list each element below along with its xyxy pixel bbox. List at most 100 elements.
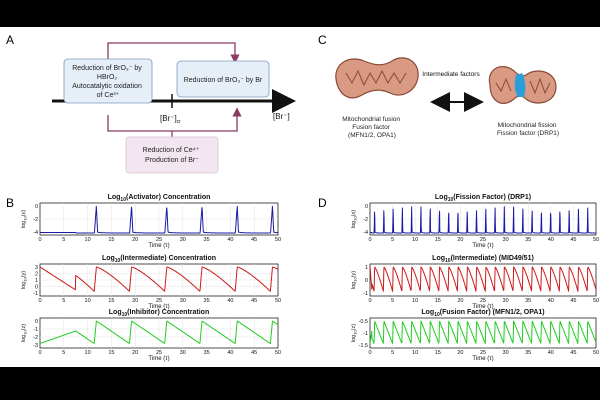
panel_b-plot1-xtick: 45 <box>251 237 257 243</box>
panel_b-plot3-xtick: 45 <box>251 350 257 356</box>
panel_d-plot2-xtick: 50 <box>593 298 599 304</box>
panel_d-plot3-ytick: -1 <box>363 331 368 337</box>
panel_d-plot1: Log10(Fission Factor) (DRP1)0-2-4log10(x… <box>351 194 599 249</box>
panel_b-plot1-title: Log10(Activator) Concentration <box>108 194 211 203</box>
panel_d-plot1-xtick: 5 <box>391 237 394 243</box>
fused-mitochondrion-icon <box>335 57 419 99</box>
panel-c-letter: C <box>318 33 327 47</box>
panel_d-plot2-ytick: 0 <box>365 278 368 284</box>
box-bromide-reduction-text: Reduction of BrO₃⁻ by Br <box>184 77 263 84</box>
panel_d-plot3-xtick: 15 <box>435 350 441 356</box>
panel_b-plot2-xtick: 40 <box>227 298 233 304</box>
feedback-arrow-top <box>107 42 240 64</box>
panel_b-plot1-xtick: 25 <box>156 237 162 243</box>
panel-b: B Log10(Activator) Concentration 0 -2 -4 log… <box>6 194 281 362</box>
panel_d-plot1-xtick: 20 <box>457 237 463 243</box>
panel_b-plot1: Log10(Activator) Concentration0-2-4log10… <box>21 194 281 249</box>
panel_b-plot2-xtick: 10 <box>85 298 91 304</box>
panel_b-plot1-xtick: 15 <box>108 237 114 243</box>
panel_b-plot3-ytick: -1 <box>33 327 38 333</box>
panel_b-plot3-ytick: -2 <box>33 335 38 341</box>
panel_b-plot3-ytick: -3 <box>33 343 38 349</box>
panel_b-plot3-xtick: 10 <box>85 350 91 356</box>
panel_d-plot1-xtick: 35 <box>525 237 531 243</box>
fusion-caption: Mitochondrial fusion Fusion factor (MFN1… <box>342 116 402 139</box>
panel_d-plot1-xtick: 30 <box>503 237 509 243</box>
panel_b-plot1-xlabel: Time (τ) <box>148 243 169 249</box>
panel_d-plot2: Log10(Intermediate) (MID49/51)10-1log10(… <box>351 255 599 310</box>
panel_b-plot1-xtick: 35 <box>204 237 210 243</box>
panel_b-plot1-xtick: 30 <box>180 237 186 243</box>
panel_d-plot2-xtick: 15 <box>435 298 441 304</box>
dividing-mitochondrion-icon <box>488 66 557 104</box>
panel_b-plot2-series-line <box>39 266 279 292</box>
box-autocatalysis <box>63 58 153 104</box>
panel_d-plot1-xtick: 10 <box>412 237 418 243</box>
panel_b-plot2-xtick: 20 <box>132 298 138 304</box>
drp1-ring-icon <box>514 73 526 97</box>
panel_d-plot3: Log10(Fusion Factor) (MFN1/2, OPA1)-0.5-… <box>351 309 599 362</box>
panel-c: C Intermediate factors Mitochondrial fus… <box>318 33 559 139</box>
panel_d-plot3-xlabel: Time (τ) <box>472 356 493 362</box>
panel_d-plot3-xtick: 50 <box>593 350 599 356</box>
panel_d-plot2-series-line <box>369 266 597 292</box>
panel_b-plot3-xtick: 50 <box>275 350 281 356</box>
panel_b-plot2-ytick: -1 <box>33 291 38 297</box>
panel_b-plot1-xtick: 40 <box>227 237 233 243</box>
box-cerium-reduction-text: Reduction of Ce⁴⁺ Production of Br⁻ <box>143 147 202 164</box>
panel_b-plot3-xtick: 0 <box>38 350 41 356</box>
panel_b-plot1-xtick: 10 <box>85 237 91 243</box>
panel_d-plot2-xtick: 5 <box>391 298 394 304</box>
panel_b-plot3-xtick: 25 <box>156 350 162 356</box>
panel_b-plot1-xtick: 20 <box>132 237 138 243</box>
panel_b-plot1-xtick: 50 <box>275 237 281 243</box>
panel_d-plot3-xtick: 45 <box>570 350 576 356</box>
panel_b-plot3: Log10(Inhibitor) Concentration0-1-2-3log… <box>21 309 281 362</box>
panel_d-plot3-xtick: 10 <box>412 350 418 356</box>
panel_d-plot2-ytick: -1 <box>363 291 368 297</box>
panel-b-letter: B <box>6 196 14 210</box>
panel_d-plot2-title: Log10(Intermediate) (MID49/51) <box>432 255 534 264</box>
panel_b-plot1-ytick: 0 <box>35 204 38 210</box>
panel_d-plot1-series-line <box>369 206 597 234</box>
panel_d-plot3-xtick: 20 <box>457 350 463 356</box>
panel-a: A Reduction of BrO₃⁻ by HBrO₂ Autocataly… <box>6 33 296 174</box>
panel_b-plot2-xtick: 25 <box>156 298 162 304</box>
panel_d-plot2-ylabel: log10(y) <box>351 271 358 289</box>
panel_d-plot2-xtick: 35 <box>525 298 531 304</box>
panel_d-plot2-xtick: 0 <box>368 298 371 304</box>
panel_d-plot3-xtick: 5 <box>391 350 394 356</box>
panel_b-plot2-ytick: 0 <box>35 285 38 291</box>
box-bromide-reduction <box>176 60 270 98</box>
critical-bromide-label: [Br⁻]cr <box>160 114 181 125</box>
panel_d-plot1-xtick: 0 <box>368 237 371 243</box>
panel_b-plot2-xtick: 0 <box>38 298 41 304</box>
panel_b-plot2-xtick: 30 <box>180 298 186 304</box>
panel_b-plot3-xtick: 30 <box>180 350 186 356</box>
panel_d-plot3-xtick: 35 <box>525 350 531 356</box>
panel_b-plot3-xtick: 40 <box>227 350 233 356</box>
panel_b-plot2-xtick: 50 <box>275 298 281 304</box>
panel_d-plot3-title: Log10(Fusion Factor) (MFN1/2, OPA1) <box>421 309 544 318</box>
fission-caption: Mitochondrial fission Fission factor (DR… <box>497 122 559 137</box>
box-autocatalysis-text: Reduction of BrO₃⁻ by HBrO₂ Autocatalyti… <box>72 65 144 99</box>
panel_b-plot2-xtick: 35 <box>204 298 210 304</box>
panel_b-plot2-ylabel: log10(y) <box>21 271 28 289</box>
panel_b-plot3-ylabel: log10(z) <box>21 324 28 342</box>
panel_b-plot1-xtick: 0 <box>38 237 41 243</box>
intermediate-factors-label: Intermediate factors <box>422 71 480 78</box>
panel_d-plot2-ytick: 1 <box>365 265 368 271</box>
panel_d-plot3-series-line <box>369 320 597 344</box>
box-cerium-reduction <box>125 136 219 174</box>
panel_d-plot1-ytick: 0 <box>365 204 368 210</box>
panel_b-plot2: Log10(Intermediate) Concentration3210-1l… <box>21 255 281 310</box>
panel_b-plot1-ytick: -4 <box>33 230 38 236</box>
panel_b-plot2-xlabel: Time (τ) <box>148 304 169 310</box>
panel_b-plot2-xtick: 45 <box>251 298 257 304</box>
panel_b-plot1-series-line <box>39 205 279 234</box>
panel_d-plot2-xtick: 30 <box>503 298 509 304</box>
panel_d-plot1-xtick: 25 <box>480 237 486 243</box>
panel_d-plot1-xtick: 40 <box>548 237 554 243</box>
panel_b-plot2-ytick: 1 <box>35 278 38 284</box>
figure: A Reduction of BrO₃⁻ by HBrO₂ Autocataly… <box>0 27 600 367</box>
